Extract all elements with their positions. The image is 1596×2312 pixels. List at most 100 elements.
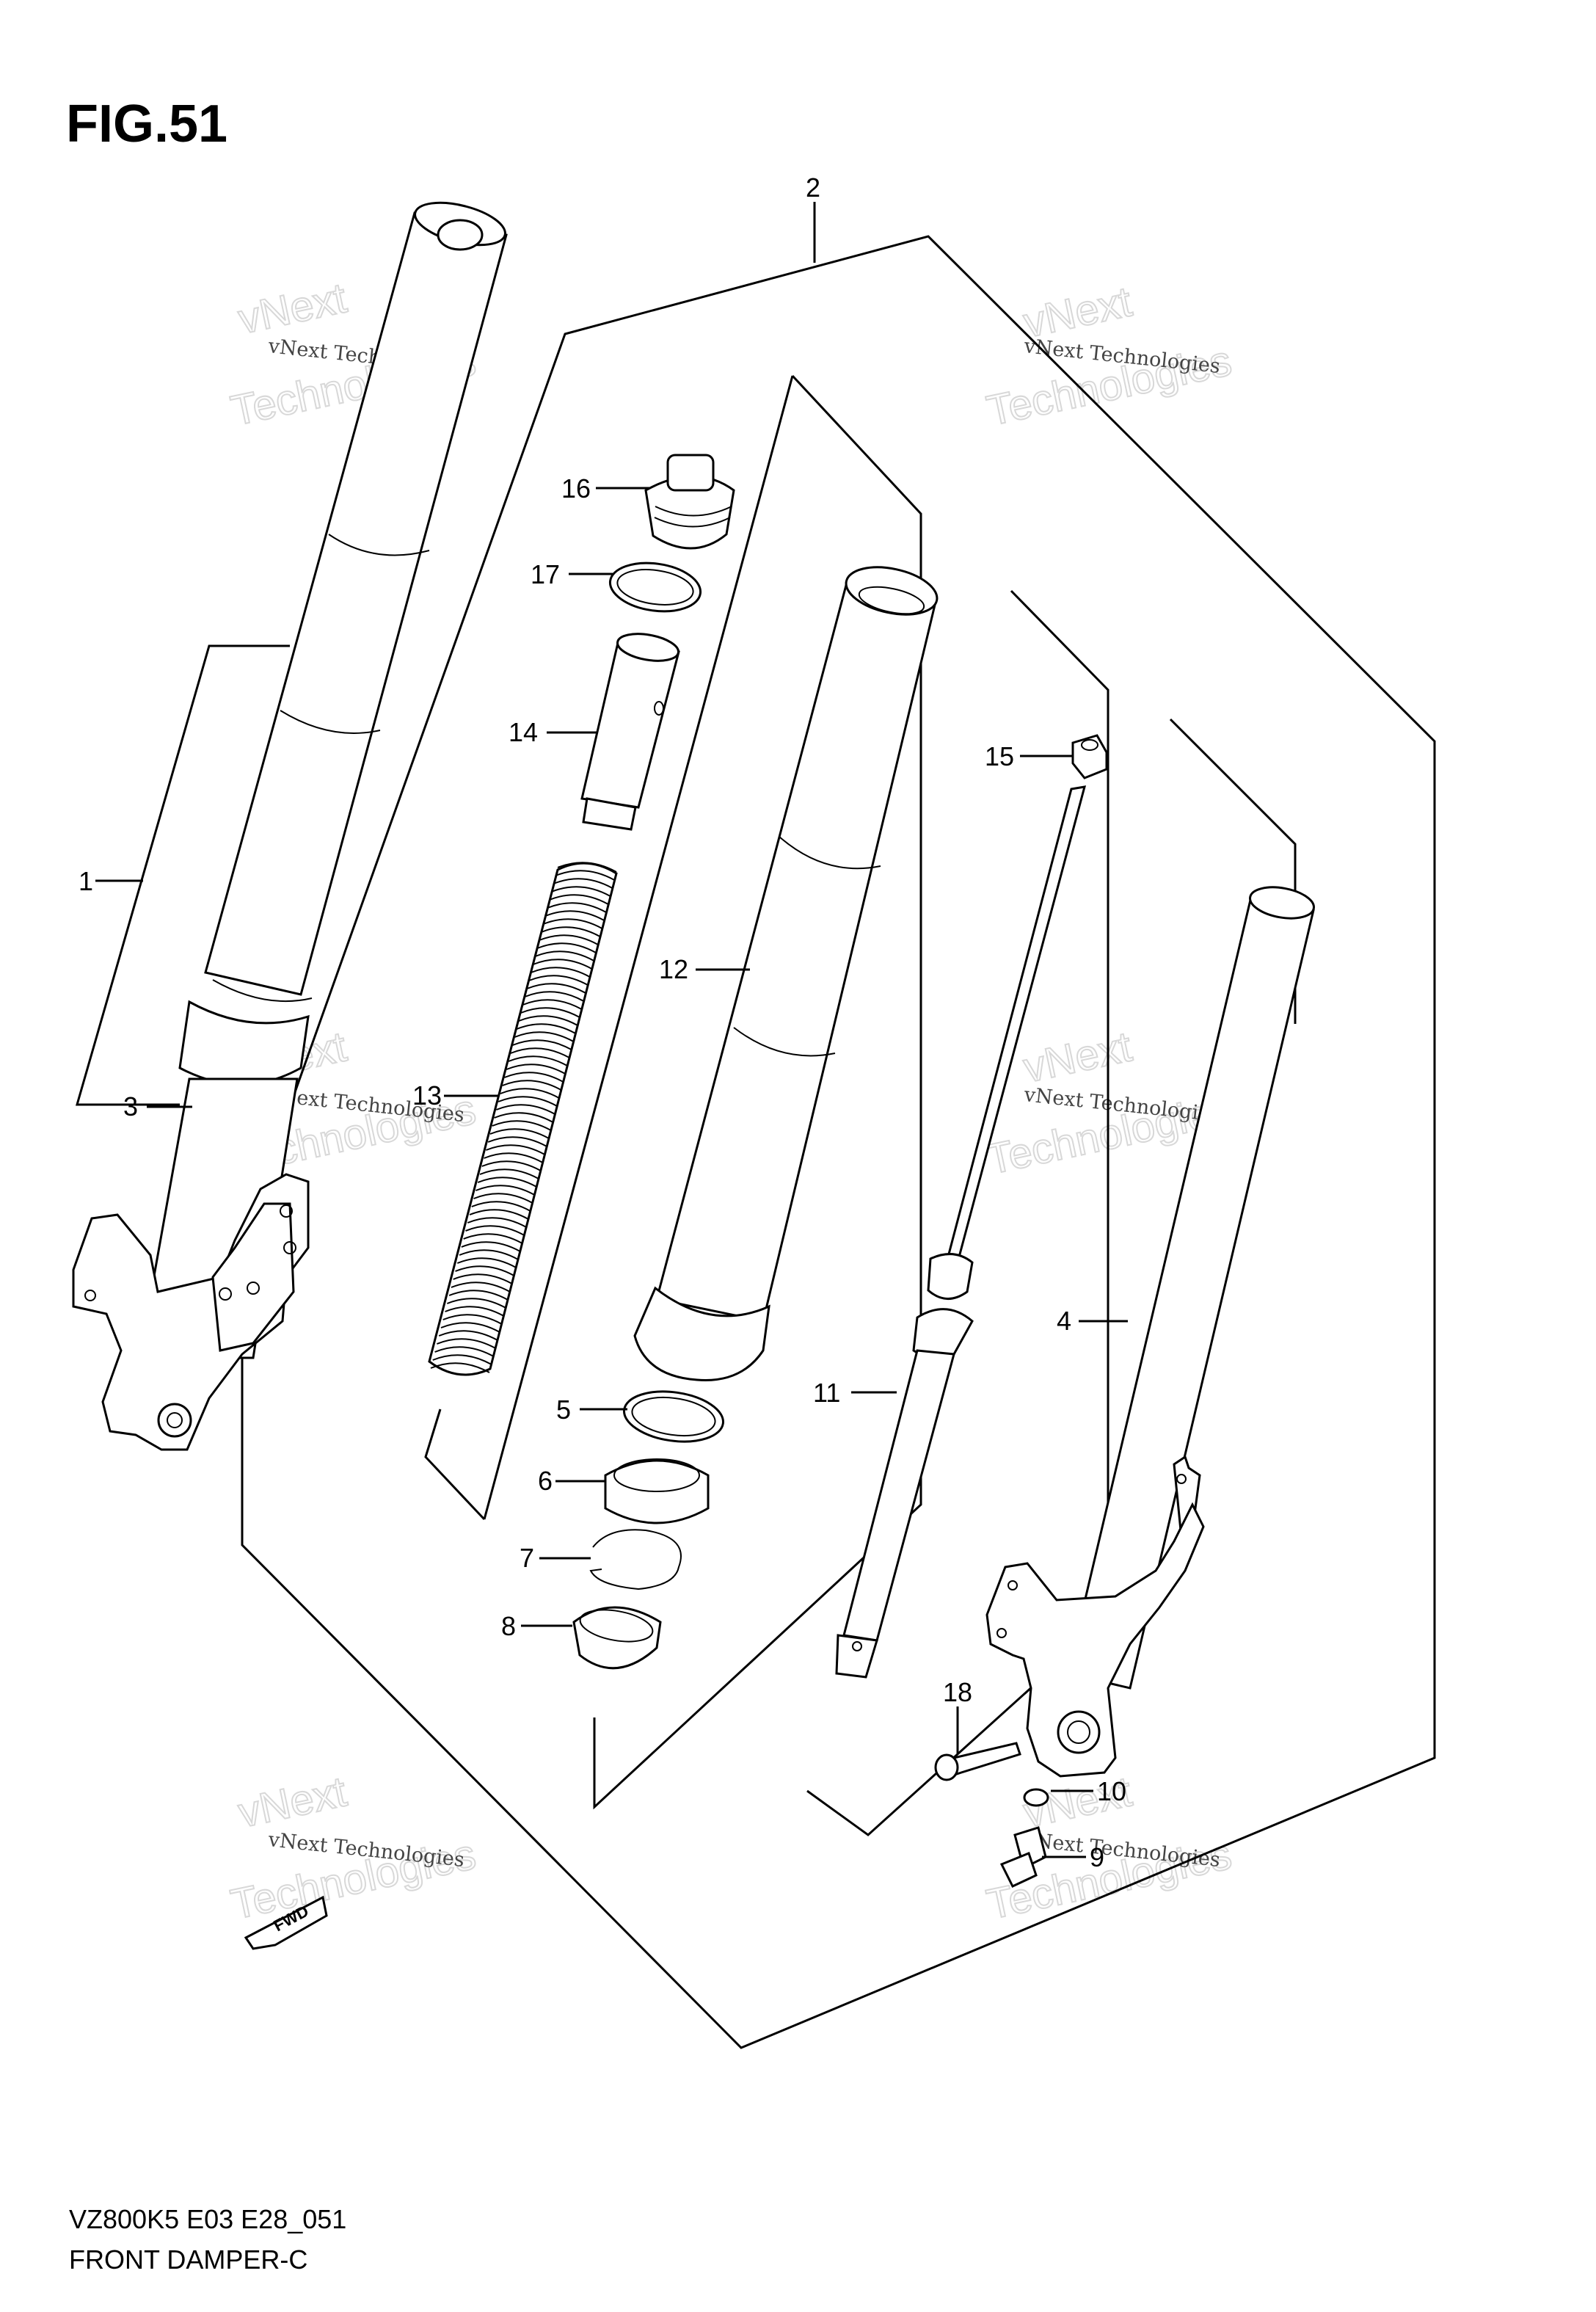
part-16-cap-bolt bbox=[644, 454, 735, 550]
oil-seal-body bbox=[572, 1606, 662, 1670]
watermark-bottom-left: vNext Technologies vNext Technologies bbox=[226, 1767, 481, 1929]
bushing-outer bbox=[623, 1390, 724, 1443]
watermark-text: vNext bbox=[234, 1767, 351, 1836]
outer-tube-body bbox=[655, 578, 937, 1323]
tube-band-1 bbox=[328, 534, 430, 556]
tube-band-2 bbox=[280, 710, 381, 734]
callout-2: 2 bbox=[806, 172, 820, 203]
bolt-head bbox=[934, 1753, 959, 1781]
axle-hole bbox=[157, 1403, 192, 1438]
watermark-text: vNext bbox=[234, 274, 351, 343]
callout-13: 13 bbox=[412, 1080, 442, 1110]
dust-seal bbox=[178, 1000, 310, 1086]
damper-rod-shaft bbox=[945, 785, 1087, 1264]
bolt-hole bbox=[219, 1287, 232, 1301]
part-13-fork-spring bbox=[428, 862, 618, 1376]
outline-left-assembly bbox=[76, 644, 290, 1106]
part-18-bolt bbox=[934, 1742, 1021, 1781]
part-5-bushing bbox=[623, 1390, 724, 1443]
callout-14: 14 bbox=[509, 717, 538, 747]
spring-coils bbox=[430, 862, 617, 1373]
o-ring-inner bbox=[616, 569, 694, 606]
callout-17: 17 bbox=[531, 559, 560, 589]
callout-12: 12 bbox=[659, 954, 688, 984]
spacer-body bbox=[580, 641, 680, 809]
axle-hole-inner bbox=[167, 1412, 183, 1428]
part-6-seal-spacer bbox=[604, 1458, 710, 1524]
watermark-text: vNext bbox=[1019, 1022, 1136, 1091]
part-14-spacer bbox=[580, 633, 680, 831]
outer-leg-tube bbox=[1066, 895, 1315, 1690]
seal-spacer-top bbox=[613, 1458, 700, 1492]
callout-15: 15 bbox=[985, 741, 1014, 771]
bolt-hole bbox=[1176, 1474, 1187, 1484]
part-17-o-ring bbox=[608, 561, 702, 613]
part-10-washer bbox=[1023, 1788, 1049, 1807]
axle-hole-right-inner bbox=[1067, 1720, 1090, 1744]
outer-band-1 bbox=[779, 836, 881, 870]
outer-tube-bore bbox=[858, 586, 925, 615]
callout-4: 4 bbox=[1057, 1306, 1071, 1336]
drain-bolt-head bbox=[999, 1852, 1038, 1888]
outer-band-2 bbox=[733, 1027, 836, 1057]
damper-hole bbox=[852, 1641, 862, 1651]
watermark-top-right: vNext Technologies vNext Technologies bbox=[982, 277, 1236, 435]
callout-6: 6 bbox=[538, 1466, 553, 1496]
rod-collar bbox=[927, 1253, 974, 1300]
part-8-oil-seal bbox=[572, 1606, 662, 1670]
drawing-code: VZ800K5 E03 E28_051 bbox=[69, 2204, 347, 2234]
outline-spring-group bbox=[424, 1408, 486, 1521]
outer-tube-top bbox=[845, 566, 939, 616]
callout-7: 7 bbox=[520, 1543, 534, 1573]
spring-body bbox=[428, 862, 618, 1376]
cap-bolt bbox=[437, 219, 484, 251]
drawing-name: FRONT DAMPER-C bbox=[69, 2244, 308, 2275]
arrow-icon bbox=[244, 1895, 328, 1950]
nut-hole bbox=[1081, 739, 1098, 751]
bolt-hole bbox=[996, 1628, 1007, 1638]
callout-8: 8 bbox=[501, 1611, 516, 1641]
cap-bolt-thread bbox=[654, 506, 732, 528]
callout-10: 10 bbox=[1097, 1776, 1126, 1806]
callout-5: 5 bbox=[556, 1395, 571, 1425]
caliper-mount bbox=[211, 1202, 295, 1352]
oil-seal-lip bbox=[579, 1609, 654, 1643]
axle-hole-right bbox=[1057, 1710, 1101, 1754]
spacer-bottom bbox=[582, 797, 637, 831]
leader-lines bbox=[95, 202, 1128, 1858]
figure-title: FIG.51 bbox=[66, 95, 228, 153]
callout-3: 3 bbox=[123, 1091, 138, 1122]
part-11-damper-rod bbox=[835, 785, 1087, 1679]
nut-body bbox=[1071, 734, 1108, 779]
bolt-hole bbox=[283, 1241, 296, 1254]
cap-bolt-head bbox=[666, 454, 715, 492]
bolt-hole bbox=[280, 1204, 293, 1218]
bolt-hole bbox=[1007, 1580, 1018, 1591]
tube-band-3 bbox=[212, 979, 313, 1003]
part-12-outer-tube bbox=[633, 566, 939, 1381]
spacer-hole bbox=[654, 701, 664, 716]
spacer-top bbox=[616, 633, 679, 662]
callout-labels: 2 1 3 16 17 14 15 12 13 4 5 6 7 8 11 18 … bbox=[79, 172, 1126, 1872]
lower-bracket bbox=[985, 1502, 1205, 1778]
bolt-hole bbox=[247, 1282, 260, 1295]
callout-18: 18 bbox=[943, 1677, 972, 1707]
damper-cylinder bbox=[842, 1349, 955, 1642]
fork-assembly-left bbox=[72, 201, 508, 1451]
bolt-hole bbox=[84, 1290, 96, 1301]
callout-1: 1 bbox=[79, 866, 93, 896]
callout-9: 9 bbox=[1090, 1842, 1104, 1872]
outer-leg-top bbox=[1249, 886, 1315, 920]
circlip-ring bbox=[589, 1529, 682, 1591]
part-4-outer-fork-leg bbox=[985, 886, 1315, 1778]
outline-inner-assembly bbox=[483, 374, 922, 1810]
callout-16: 16 bbox=[561, 473, 591, 504]
bushing-inner bbox=[631, 1397, 716, 1436]
outer-tube-bottom bbox=[633, 1286, 770, 1381]
group-outlines bbox=[76, 235, 1436, 2049]
part-7-circlip bbox=[589, 1529, 682, 1591]
callout-11: 11 bbox=[813, 1378, 840, 1408]
damper-bottom bbox=[835, 1634, 878, 1679]
part-15-nut bbox=[1071, 734, 1108, 779]
